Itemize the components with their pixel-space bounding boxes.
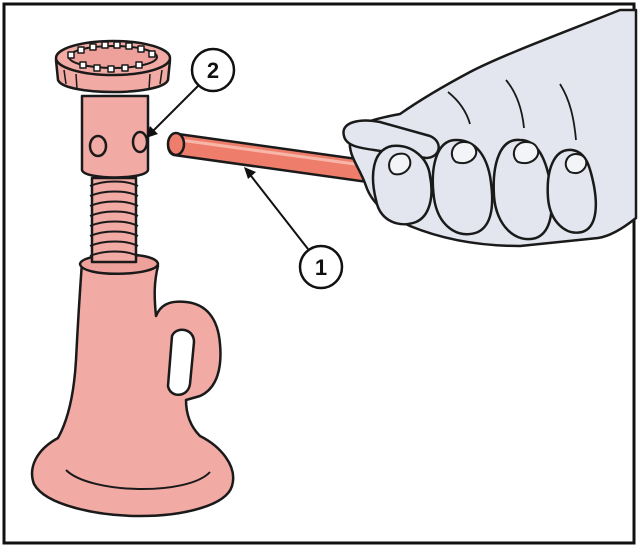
nail-middle (452, 142, 476, 163)
jack-handle-opening (168, 330, 194, 395)
nail-index (389, 154, 410, 175)
bar-end (168, 133, 184, 155)
nail-little (566, 154, 587, 173)
callout-1-label: 1 (315, 255, 327, 280)
jack-head-bar-hole-left (90, 136, 106, 156)
nail-ring (514, 142, 538, 163)
jack-head-bar-hole-right (133, 132, 147, 152)
callout-2-label: 2 (207, 58, 219, 83)
